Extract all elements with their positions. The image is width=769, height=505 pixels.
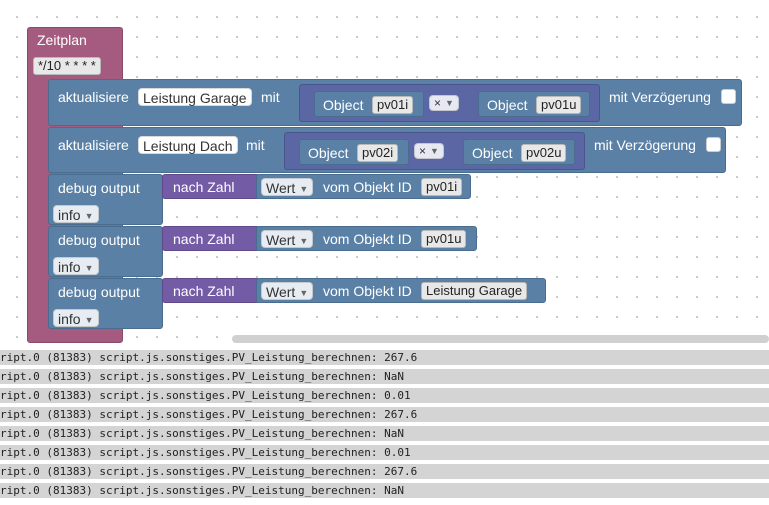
- log-level-dropdown[interactable]: info▼: [53, 309, 99, 327]
- blockly-workspace[interactable]: Zeitplan */10 * * * * aktualisiere Leist…: [0, 0, 769, 345]
- object-label: Object: [487, 97, 528, 113]
- log-row: ript.0 (81383) script.js.sonstiges.PV_Le…: [0, 369, 769, 386]
- convert-label: nach Zahl: [173, 179, 235, 195]
- delay-label: mit Verzögerung: [594, 137, 696, 153]
- log-row: ript.0 (81383) script.js.sonstiges.PV_Le…: [0, 426, 769, 443]
- operator-value: ×: [419, 144, 427, 158]
- attr-dropdown[interactable]: Wert▼: [261, 230, 314, 248]
- debug-label: debug output: [58, 180, 140, 196]
- update-with-label: mit: [261, 89, 280, 105]
- to-number-block[interactable]: nach Zahl: [162, 174, 260, 199]
- update-label: aktualisiere: [58, 137, 129, 153]
- update-target-field[interactable]: Leistung Dach: [138, 136, 238, 154]
- log-row: ript.0 (81383) script.js.sonstiges.PV_Le…: [0, 350, 769, 367]
- log-row: ript.0 (81383) script.js.sonstiges.PV_Le…: [0, 388, 769, 405]
- operator-dropdown[interactable]: ×▼: [414, 143, 444, 159]
- delay-checkbox[interactable]: [706, 137, 721, 152]
- object-id-label: vom Objekt ID: [323, 231, 412, 247]
- attr-dropdown[interactable]: Wert▼: [261, 178, 314, 196]
- object-label: Object: [308, 145, 349, 161]
- log-output-panel: ript.0 (81383) script.js.sonstiges.PV_Le…: [0, 347, 769, 505]
- chevron-down-icon: ▼: [299, 288, 309, 298]
- object-id-field[interactable]: pv02i: [357, 144, 399, 162]
- log-level-dropdown[interactable]: info▼: [53, 205, 99, 223]
- delay-label: mit Verzögerung: [609, 89, 711, 105]
- chevron-down-icon: ▼: [299, 236, 309, 246]
- debug-block[interactable]: debug output info▼: [48, 174, 163, 225]
- object-id-field[interactable]: pv01i: [421, 178, 463, 196]
- chevron-down-icon: ▼: [84, 263, 94, 273]
- log-row: ript.0 (81383) script.js.sonstiges.PV_Le…: [0, 464, 769, 481]
- cron-field[interactable]: */10 * * * *: [33, 57, 101, 75]
- chevron-down-icon: ▼: [84, 211, 94, 221]
- debug-label: debug output: [58, 232, 140, 248]
- update-block-dach[interactable]: aktualisiere Leistung Dach mit Object pv…: [48, 127, 726, 173]
- chevron-down-icon: ▼: [445, 98, 454, 108]
- attr-dropdown[interactable]: Wert▼: [261, 282, 314, 300]
- get-value-block[interactable]: Wert▼ vom Objekt ID Leistung Garage: [256, 278, 546, 303]
- object-id-field[interactable]: pv01u: [536, 96, 582, 114]
- operator-value: ×: [434, 96, 442, 110]
- chevron-down-icon: ▼: [430, 146, 439, 156]
- workspace-horizontal-scrollbar[interactable]: [232, 335, 769, 343]
- object-block-right[interactable]: Object pv02u: [463, 139, 575, 165]
- object-block-right[interactable]: Object pv01u: [478, 91, 590, 117]
- object-id-field[interactable]: pv02u: [521, 144, 567, 162]
- operator-dropdown[interactable]: ×▼: [429, 95, 459, 111]
- object-block-left[interactable]: Object pv02i: [299, 139, 409, 165]
- debug-block[interactable]: debug output info▼: [48, 278, 163, 329]
- get-value-block[interactable]: Wert▼ vom Objekt ID pv01i: [256, 174, 471, 199]
- object-id-label: vom Objekt ID: [323, 179, 412, 195]
- attr-value: Wert: [266, 180, 296, 196]
- log-row: ript.0 (81383) script.js.sonstiges.PV_Le…: [0, 483, 769, 500]
- object-id-field[interactable]: pv01i: [372, 96, 414, 114]
- log-level-dropdown[interactable]: info▼: [53, 257, 99, 275]
- convert-label: nach Zahl: [173, 231, 235, 247]
- object-id-label: vom Objekt ID: [323, 283, 412, 299]
- schedule-title: Zeitplan: [37, 32, 87, 48]
- object-label: Object: [323, 97, 364, 113]
- object-id-field[interactable]: pv01u: [421, 230, 467, 248]
- update-with-label: mit: [246, 137, 265, 153]
- update-block-garage[interactable]: aktualisiere Leistung Garage mit Object …: [48, 79, 742, 126]
- multiply-block[interactable]: Object pv02i ×▼ Object pv02u: [284, 132, 585, 170]
- attr-value: Wert: [266, 232, 296, 248]
- debug-label: debug output: [58, 284, 140, 300]
- delay-checkbox[interactable]: [721, 89, 736, 104]
- convert-label: nach Zahl: [173, 283, 235, 299]
- object-block-left[interactable]: Object pv01i: [314, 91, 424, 117]
- multiply-block[interactable]: Object pv01i ×▼ Object pv01u: [299, 84, 600, 122]
- log-level-value: info: [58, 311, 81, 327]
- chevron-down-icon: ▼: [299, 184, 309, 194]
- log-row: ript.0 (81383) script.js.sonstiges.PV_Le…: [0, 407, 769, 424]
- log-level-value: info: [58, 259, 81, 275]
- object-label: Object: [472, 145, 513, 161]
- update-target-field[interactable]: Leistung Garage: [138, 88, 252, 106]
- object-id-field[interactable]: Leistung Garage: [421, 282, 528, 300]
- get-value-block[interactable]: Wert▼ vom Objekt ID pv01u: [256, 226, 477, 251]
- chevron-down-icon: ▼: [84, 315, 94, 325]
- to-number-block[interactable]: nach Zahl: [162, 278, 260, 303]
- to-number-block[interactable]: nach Zahl: [162, 226, 260, 251]
- attr-value: Wert: [266, 284, 296, 300]
- update-label: aktualisiere: [58, 89, 129, 105]
- log-row: ript.0 (81383) script.js.sonstiges.PV_Le…: [0, 445, 769, 462]
- log-level-value: info: [58, 207, 81, 223]
- debug-block[interactable]: debug output info▼: [48, 226, 163, 277]
